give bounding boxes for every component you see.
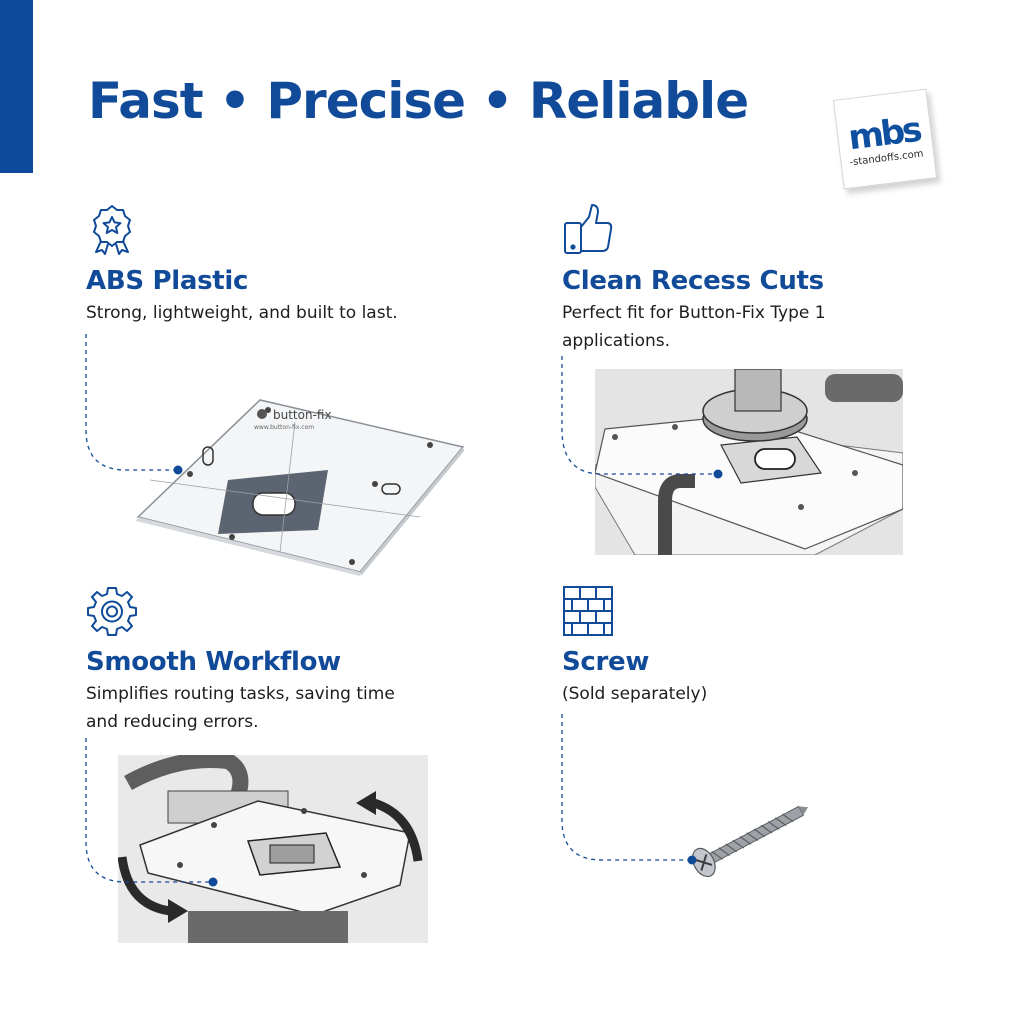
- feature-title: Screw: [562, 647, 650, 677]
- feature-title: Clean Recess Cuts: [562, 266, 824, 296]
- workflow-image: [118, 755, 428, 943]
- headline: Fast • Precise • Reliable: [88, 72, 749, 130]
- plate-url: www.button-fix.com: [254, 424, 314, 431]
- feature-description: Strong, lightweight, and built to last.: [86, 303, 398, 323]
- feature-description: and reducing errors.: [86, 712, 259, 732]
- template-plate-image: button-fix www.button-fix.com: [120, 392, 465, 577]
- feature-description: Perfect fit for Button-Fix Type 1: [562, 303, 826, 323]
- leader-line-4: [561, 714, 690, 861]
- brand-logo: mbs -standoffs.com: [832, 86, 942, 196]
- feature-description: (Sold separately): [562, 684, 708, 704]
- gear-icon: [86, 585, 138, 637]
- award-star-icon: [86, 203, 138, 255]
- brick-wall-icon: [562, 585, 614, 637]
- feature-title: ABS Plastic: [86, 266, 249, 296]
- thumbs-up-icon: [562, 203, 614, 255]
- router-recess-image: [595, 369, 903, 555]
- plate-brand: button-fix: [273, 408, 332, 422]
- screw-image: [680, 800, 816, 878]
- logo-card: mbs -standoffs.com: [832, 88, 938, 190]
- feature-description: applications.: [562, 331, 671, 351]
- feature-title: Smooth Workflow: [86, 647, 341, 677]
- side-accent-bar: [0, 0, 33, 173]
- feature-description: Simplifies routing tasks, saving time: [86, 684, 395, 704]
